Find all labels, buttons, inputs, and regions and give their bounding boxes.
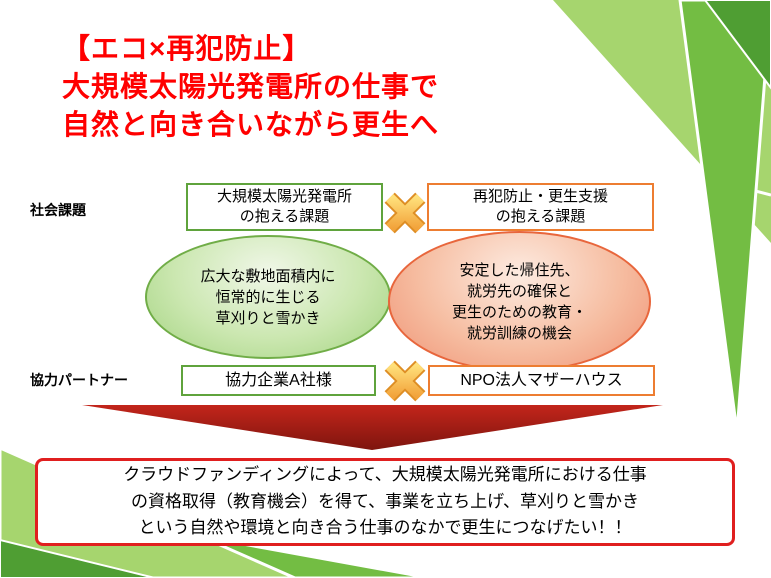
- company-partner-box: 協力企業A社様: [181, 365, 376, 396]
- solar-issue-ellipse-text: 広大な敷地面積内に 恒常的に生じる 草刈りと雪かき: [200, 267, 336, 327]
- recidivism-issue-ellipse: 安定した帰住先、 就労先の確保と 更生のための教育・ 就労訓練の機会: [388, 231, 651, 372]
- title-line-3: 自然と向き合いながら更生へ: [62, 109, 440, 141]
- npo-partner-box-text: NPO法人マザーハウス: [460, 371, 623, 389]
- conclusion-text: クラウドファンディングによって、大規模太陽光発電所における仕事 の資格取得（教育…: [123, 464, 647, 538]
- recidivism-issue-ellipse-text: 安定した帰住先、 就労先の確保と 更生のための教育・ 就労訓練の機会: [451, 261, 587, 342]
- solar-issue-box-text: 大規模太陽光発電所 の抱える課題: [216, 187, 352, 225]
- title-line-2: 大規模太陽光発電所の仕事で: [62, 71, 440, 103]
- label-partner: 協力パートナー: [30, 372, 128, 388]
- multiply-icon-top: [384, 192, 426, 234]
- conclusion-box: クラウドファンディングによって、大規模太陽光発電所における仕事 の資格取得（教育…: [35, 458, 735, 546]
- recidivism-issue-box: 再犯防止・更生支援 の抱える課題: [427, 183, 654, 231]
- title-line-1: 【エコ×再犯防止】: [62, 33, 312, 64]
- slide-title: 【エコ×再犯防止】 大規模太陽光発電所の仕事で 自然と向き合いながら更生へ: [62, 30, 439, 144]
- recidivism-issue-box-text: 再犯防止・更生支援 の抱える課題: [472, 187, 608, 225]
- npo-partner-box: NPO法人マザーハウス: [428, 365, 655, 396]
- label-social-issue: 社会課題: [30, 202, 86, 218]
- solar-issue-box: 大規模太陽光発電所 の抱える課題: [186, 183, 383, 231]
- solar-issue-ellipse: 広大な敷地面積内に 恒常的に生じる 草刈りと雪かき: [145, 235, 391, 359]
- down-arrow-icon: [82, 405, 663, 450]
- company-partner-box-text: 協力企業A社様: [225, 371, 332, 389]
- multiply-icon-bottom: [384, 360, 426, 402]
